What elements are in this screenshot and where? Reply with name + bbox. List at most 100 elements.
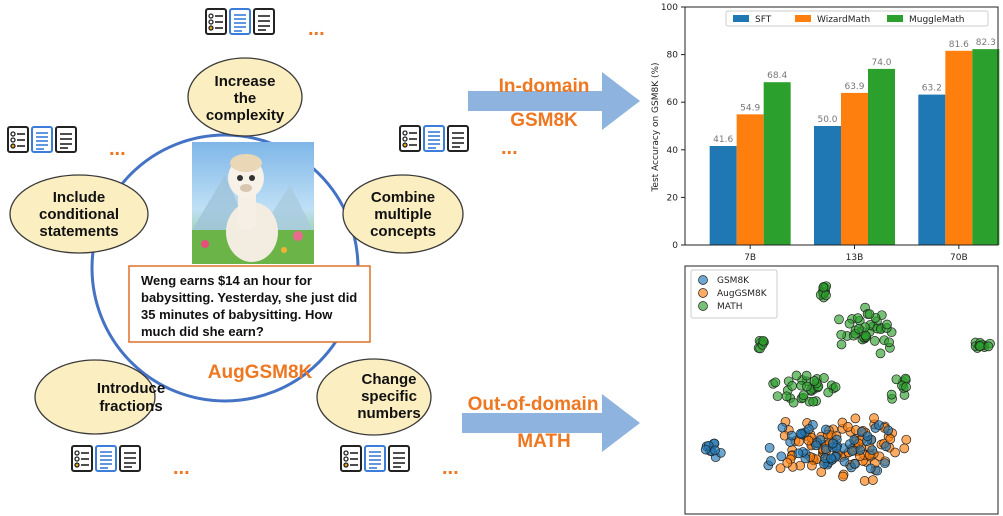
plot-frame — [684, 265, 999, 515]
scatter-point — [811, 440, 821, 451]
scatter-point — [853, 313, 863, 323]
node-label: Include — [53, 189, 106, 206]
out-of-domain-label: Out-of-domain — [468, 394, 599, 415]
scatter-point — [826, 453, 836, 464]
scatter-point — [884, 337, 894, 348]
scatter-point — [881, 441, 891, 452]
x-tick-label: 13B — [846, 253, 864, 263]
doc-group-left: ... — [7, 126, 126, 160]
bar-value-label: 74.0 — [871, 58, 891, 68]
scatter-point — [983, 341, 994, 352]
node-label: conditional — [39, 206, 119, 223]
node-label: Combine — [371, 189, 435, 206]
scatter-point — [821, 290, 831, 301]
scatter-point — [821, 424, 831, 435]
scatter-point — [786, 430, 797, 441]
in-domain-arrow — [468, 72, 640, 130]
node-label: Change — [361, 371, 416, 388]
bar-value-label: 63.9 — [844, 82, 864, 92]
scatter-point — [901, 434, 912, 445]
node-label: specific — [361, 388, 417, 405]
scatter-point — [882, 319, 892, 330]
scatter-point — [864, 309, 875, 319]
node-label: fractions — [99, 398, 162, 415]
y-tick-label: 60 — [667, 98, 679, 108]
scatter-point — [836, 329, 847, 340]
node-label: statements — [39, 223, 118, 240]
legend-swatch — [795, 15, 811, 22]
list-doc-icon — [95, 445, 117, 472]
bar-wizardmath — [736, 114, 764, 245]
scatter-point — [809, 376, 820, 386]
scatter-point — [859, 476, 870, 486]
y-tick-label: 20 — [667, 193, 679, 203]
ellipsis: ... — [173, 457, 190, 479]
scatter-point — [849, 435, 860, 445]
scatter-point — [975, 341, 986, 352]
legend-swatch — [733, 15, 749, 22]
bar-value-label: 50.0 — [817, 115, 837, 125]
scatter-point — [865, 463, 876, 474]
legend-label: GSM8K — [717, 276, 750, 286]
scatter-point — [777, 422, 788, 433]
scatter-point — [819, 373, 829, 383]
in-domain-label: In-domain — [499, 76, 590, 97]
node-label: the — [234, 90, 257, 107]
scatter-point — [764, 442, 775, 453]
scatter-point — [770, 377, 781, 388]
scatter-point — [874, 420, 884, 431]
scatter-point — [836, 339, 847, 350]
scatter-point — [853, 324, 864, 334]
legend-label: AugGSM8K — [717, 289, 768, 299]
bar-value-label: 41.6 — [713, 135, 733, 145]
scatter-point — [875, 348, 886, 359]
bar-sft — [814, 126, 841, 245]
scatter-point — [807, 460, 817, 471]
legend-label: WizardMath — [817, 15, 870, 25]
node-combine-concepts: Combine multiple concepts — [342, 174, 464, 254]
list-doc-icon — [364, 445, 386, 472]
doc-group-bottom-right: ... — [340, 445, 459, 479]
text-doc-icon — [55, 126, 77, 153]
node-label: numbers — [357, 405, 420, 422]
legend-frame — [690, 269, 778, 319]
center-label: AugGSM8K — [208, 362, 313, 383]
legend-label: MuggleMath — [909, 15, 964, 25]
bar-wizardmath — [945, 50, 973, 246]
scatter-point — [788, 397, 799, 408]
scatter-point — [844, 318, 855, 329]
out-of-domain-dataset: MATH — [517, 431, 570, 452]
scatter-point — [901, 382, 911, 392]
list-doc-icon — [31, 126, 53, 153]
list-doc-icon — [229, 8, 251, 35]
checklist-doc-icon — [399, 125, 421, 152]
question-line-1: Weng earns $14 an hour for — [141, 273, 312, 288]
scatter-point — [791, 370, 802, 381]
scatter-point — [827, 438, 838, 449]
text-doc-icon — [253, 8, 275, 35]
y-tick-label: 40 — [667, 146, 679, 156]
node-label: Increase — [215, 73, 276, 90]
text-doc-icon — [119, 445, 141, 472]
text-doc-icon — [447, 125, 469, 152]
in-domain-dataset: GSM8K — [510, 110, 578, 131]
scatter-point — [850, 459, 860, 469]
y-tick-label: 0 — [672, 241, 678, 251]
ellipsis: ... — [442, 457, 459, 479]
scatter-point — [860, 330, 871, 341]
question-line-2: babysitting. Yesterday, she just did — [141, 290, 357, 305]
bar-wizardmath — [841, 92, 868, 245]
scatter-point — [891, 374, 902, 385]
bar-value-label: 81.6 — [949, 40, 969, 50]
plot-frame — [684, 6, 999, 246]
scatter-point — [899, 443, 910, 454]
out-of-domain-arrow — [462, 394, 640, 452]
scatter-point — [808, 396, 819, 407]
scatter-point — [782, 457, 793, 468]
scatter-point — [787, 381, 797, 391]
scatter-point — [830, 382, 841, 392]
